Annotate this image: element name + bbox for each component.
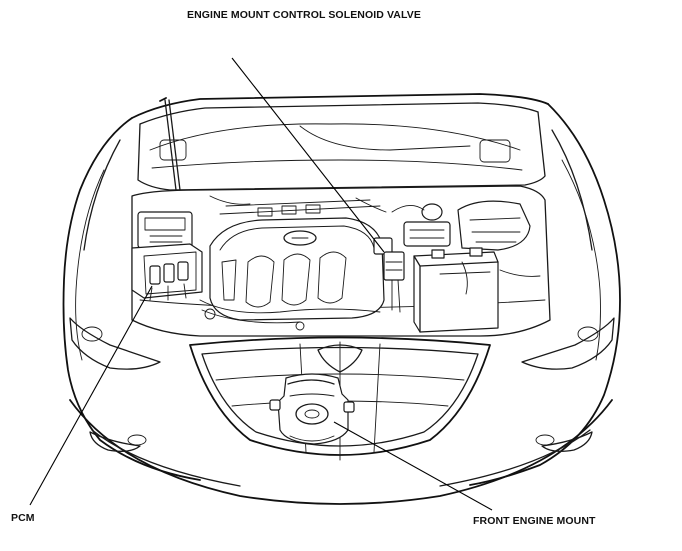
- leader-line-solenoid-valve: [231, 57, 385, 253]
- engine-bay: [131, 185, 551, 337]
- leader-line-pcm: [29, 285, 153, 506]
- front-engine-mount-label: FRONT ENGINE MOUNT: [473, 515, 596, 527]
- vehicle-body-outline: [62, 103, 621, 505]
- pcm-label: PCM: [11, 512, 35, 524]
- engine-mount-control-solenoid-valve-label: ENGINE MOUNT CONTROL SOLENOID VALVE: [187, 9, 421, 21]
- open-hood: [131, 93, 549, 191]
- front-engine-mount: [269, 373, 355, 445]
- leader-line-front-engine-mount: [333, 421, 493, 511]
- hood-prop-rod: [159, 97, 181, 191]
